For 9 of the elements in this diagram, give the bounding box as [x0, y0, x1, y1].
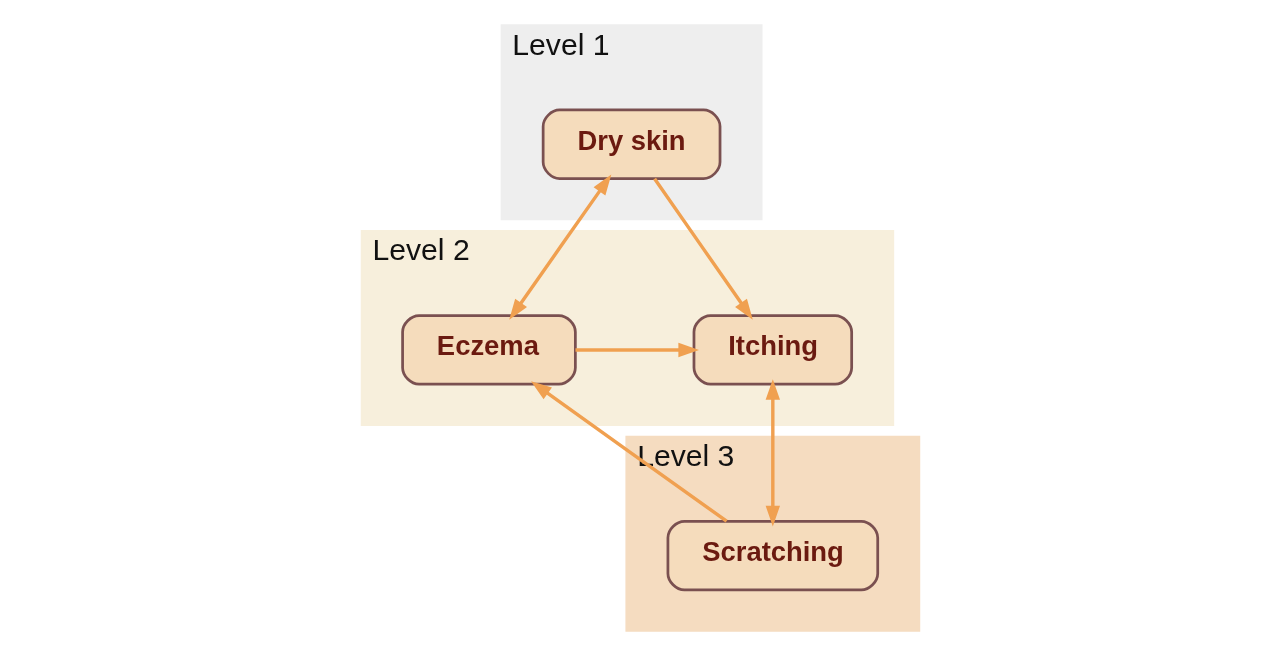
node-box: Itching: [692, 314, 853, 386]
arrow: [530, 381, 728, 523]
arrow: [508, 174, 611, 320]
node-box: Eczema: [400, 314, 577, 386]
node-box: Scratching: [666, 519, 879, 592]
arrow: [652, 177, 753, 320]
arrow: [574, 342, 699, 358]
node-box: Dry skin: [541, 108, 721, 180]
arrow: [765, 379, 780, 527]
